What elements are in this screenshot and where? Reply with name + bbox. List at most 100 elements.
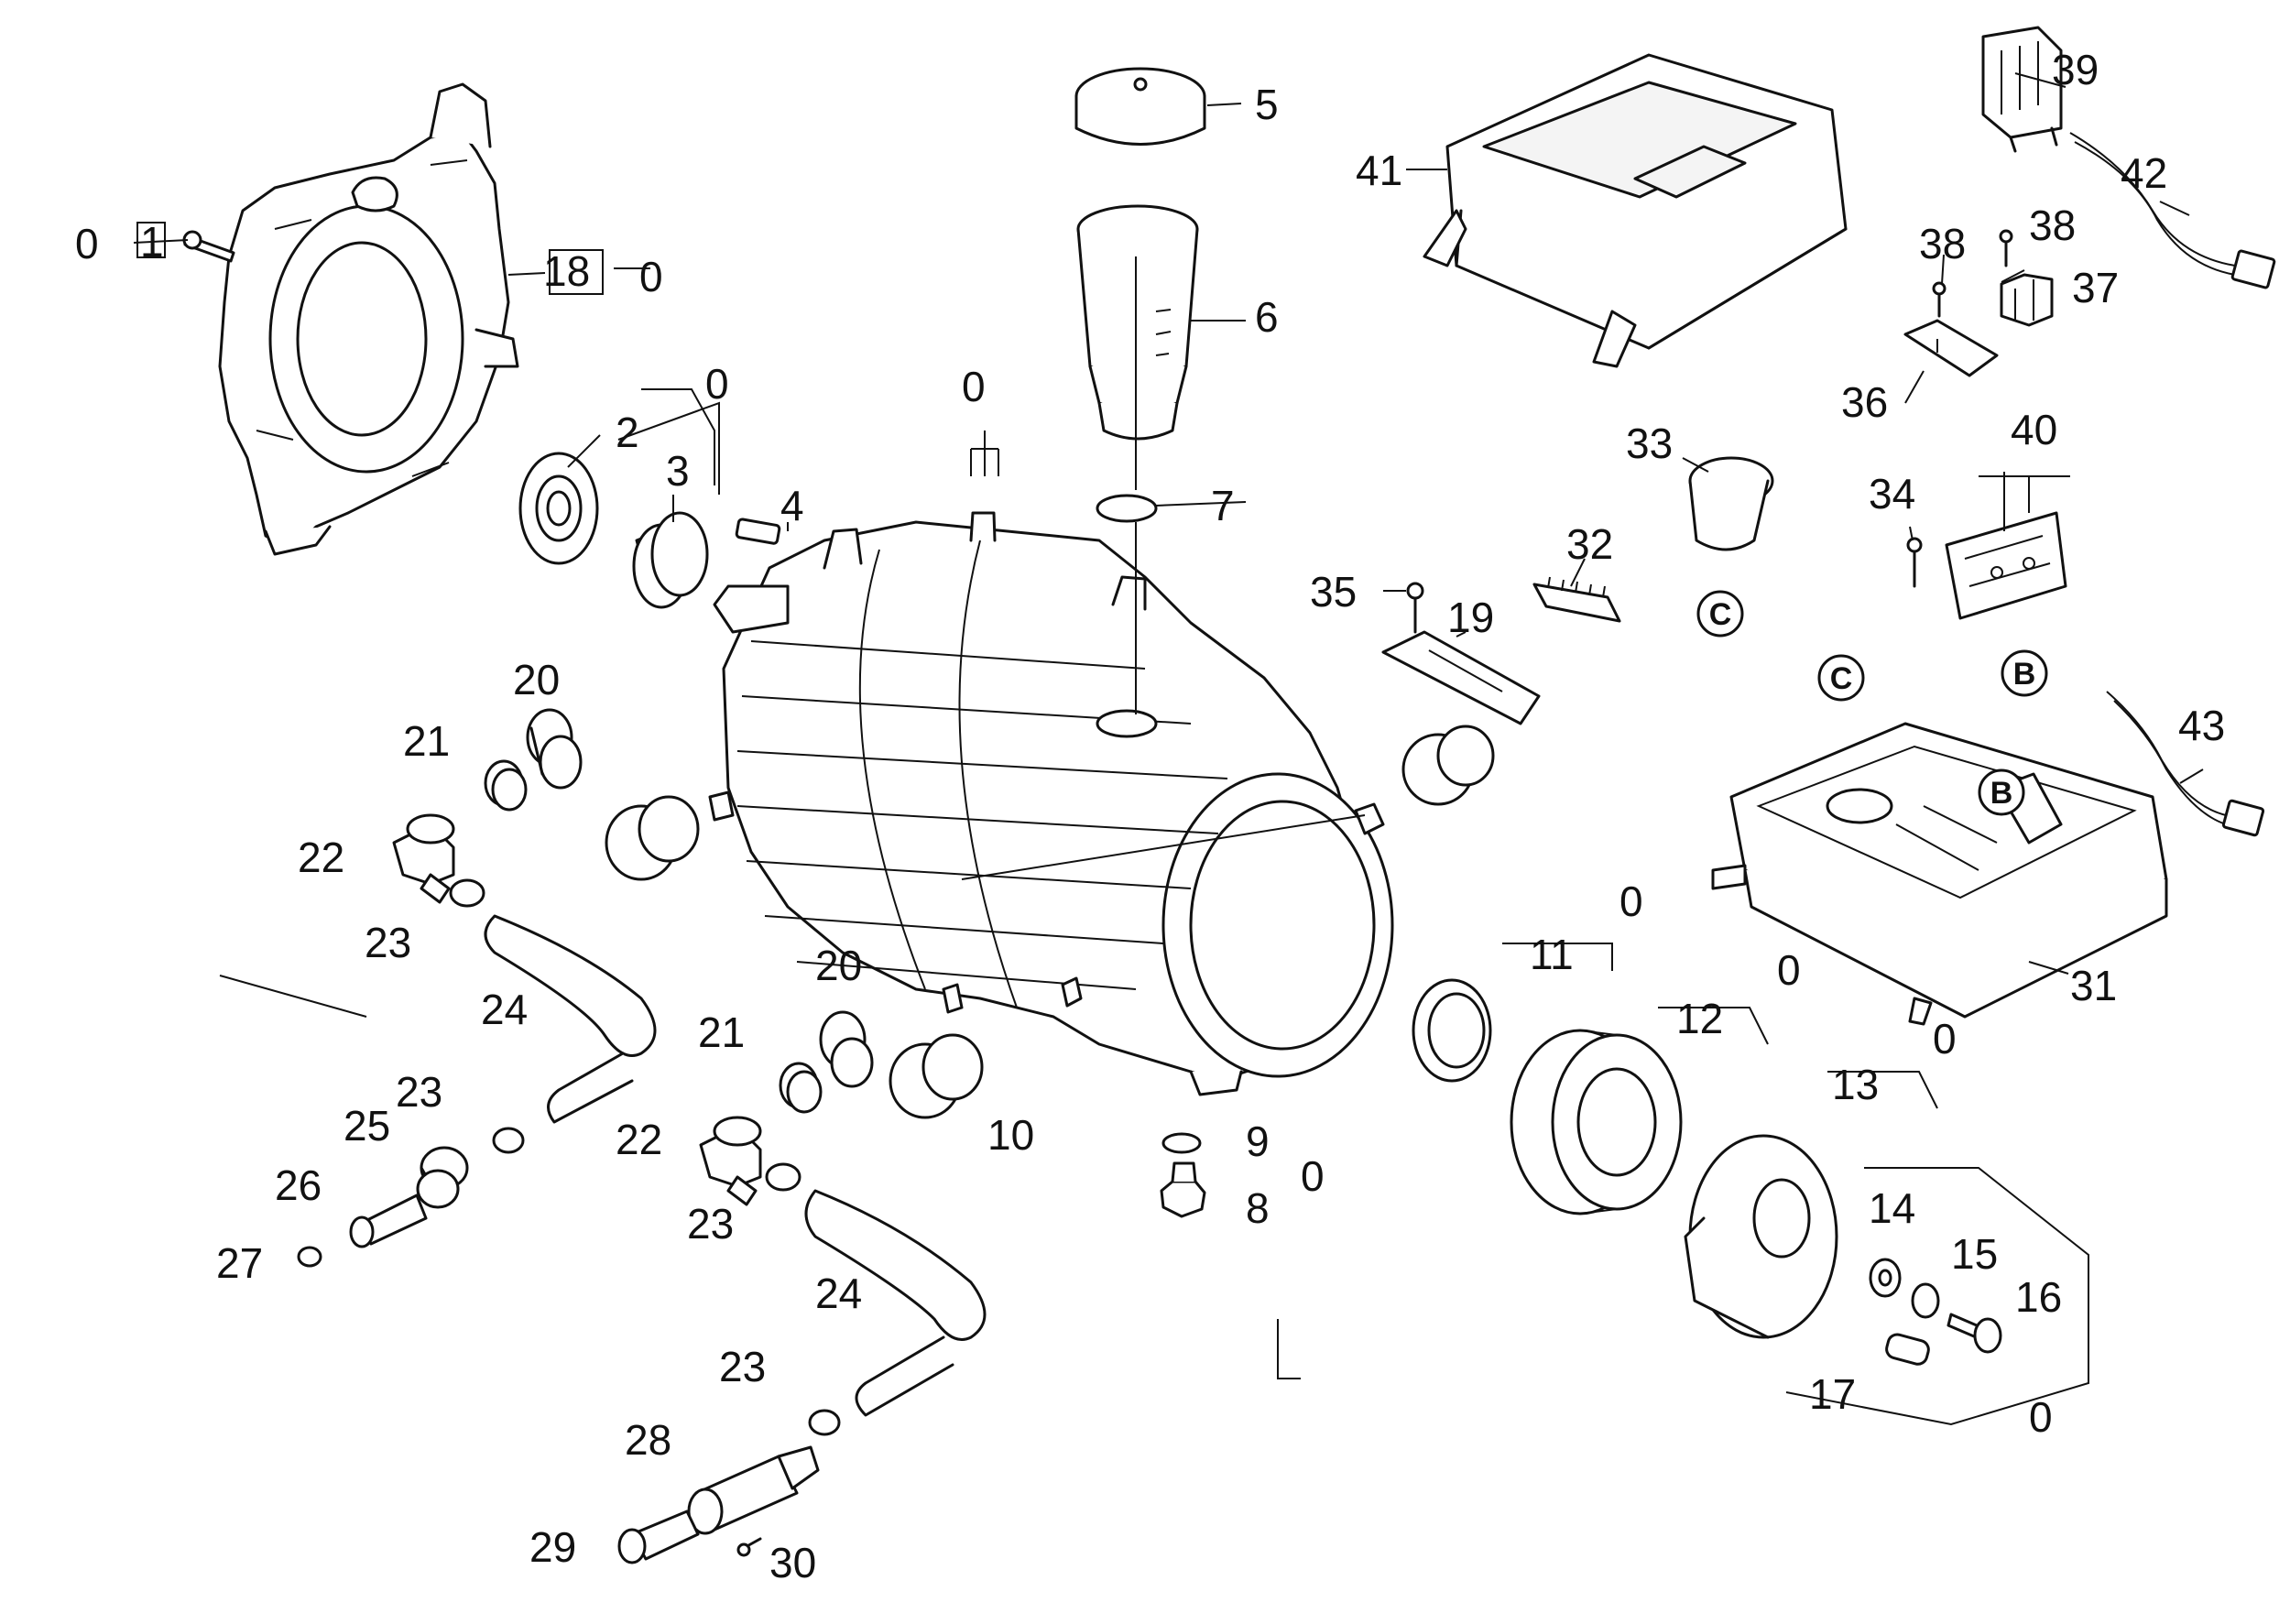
- callout-16: 16: [2015, 1273, 2062, 1321]
- bearing-part-12: [1510, 1029, 1683, 1215]
- spring-part-21b: [779, 1062, 823, 1114]
- callout-15: 15: [1951, 1230, 1998, 1278]
- elbow-fitting-part-22a: [392, 813, 455, 904]
- key-part-17: [1885, 1333, 1930, 1366]
- callout-41: 41: [1356, 147, 1402, 194]
- callout-0i: 0: [2029, 1393, 2053, 1441]
- callout-3: 3: [666, 447, 690, 495]
- drain-plug-part-8: [1160, 1161, 1206, 1218]
- control-box-cover-part-41: [1423, 53, 1848, 368]
- callout-24a: 24: [481, 986, 528, 1033]
- marker-c-lower: C: [1817, 654, 1865, 702]
- reference-markers: C B C B: [1696, 590, 2048, 816]
- callout-0c: 0: [705, 360, 729, 408]
- marker-c-upper: C: [1696, 590, 1744, 638]
- valve-part-10-upper: [605, 795, 700, 881]
- seal-ring-part-9: [1161, 1132, 1202, 1154]
- callout-42: 42: [2121, 149, 2167, 197]
- circuit-board-part-40: [1945, 511, 2067, 620]
- callout-28: 28: [625, 1416, 671, 1464]
- valve-seat-part-20b: [819, 1010, 874, 1088]
- hose-clamp-part-23a: [449, 878, 485, 908]
- cable-part-42: [2069, 132, 2276, 289]
- spring-part-21a: [484, 759, 528, 812]
- callout-0f: 0: [1619, 877, 1643, 925]
- cable-part-43: [2106, 691, 2265, 837]
- callout-36: 36: [1841, 378, 1888, 426]
- callout-37: 37: [2072, 264, 2119, 311]
- callout-8: 8: [1246, 1184, 1270, 1232]
- filter-cup-part-6: [1076, 204, 1199, 441]
- callout-22a: 22: [298, 834, 344, 881]
- leader-lines: [133, 72, 2204, 1018]
- callout-13: 13: [1832, 1061, 1879, 1108]
- cap-part-33: [1688, 456, 1774, 551]
- valve-seat-part-20a: [526, 708, 583, 790]
- elbow-fitting-part-22b: [699, 1116, 762, 1206]
- callout-19: 19: [1447, 594, 1494, 641]
- valve-part-10-right: [1401, 725, 1495, 806]
- clip-part-37: [2000, 273, 2054, 327]
- callout-0e: 0: [1301, 1152, 1325, 1200]
- callout-4: 4: [780, 482, 804, 529]
- strainer-part-29: [617, 1510, 700, 1564]
- connector-part-25: [416, 1146, 469, 1209]
- svg-text:C: C: [1709, 597, 1732, 632]
- callout-26: 26: [275, 1161, 322, 1209]
- terminal-strip-part-32: [1532, 576, 1621, 623]
- callout-0g: 0: [1777, 946, 1801, 994]
- seal-part-11: [1412, 978, 1492, 1083]
- callout-1: 1: [140, 218, 164, 266]
- hose-clamp-part-23c: [765, 1162, 802, 1192]
- screw-part-35: [1406, 582, 1424, 634]
- washer-part-14: [1869, 1258, 1902, 1298]
- callout-9: 9: [1246, 1117, 1270, 1165]
- screw-part-38b: [1999, 229, 2013, 267]
- hose-clamp-part-23b: [492, 1127, 525, 1154]
- callout-43: 43: [2178, 702, 2225, 749]
- nipple-part-26: [349, 1193, 428, 1248]
- callout-40: 40: [2011, 406, 2057, 453]
- assembly-brackets: [136, 222, 2089, 1426]
- callout-labels: 0 1 18 0 0 2 3 4 0 5 6 7 41 39 42 38 38 …: [75, 46, 2225, 1586]
- svg-text:B: B: [1990, 776, 2013, 811]
- callout-27: 27: [216, 1239, 263, 1287]
- o-ring-part-27: [297, 1246, 322, 1268]
- bolt-part-16: [1946, 1313, 2002, 1354]
- svg-text:B: B: [2013, 657, 2036, 692]
- callout-34: 34: [1869, 470, 1915, 518]
- callout-2: 2: [616, 409, 639, 456]
- sleeve-part-3: [632, 511, 709, 609]
- callout-33: 33: [1626, 420, 1673, 467]
- callout-22b: 22: [616, 1116, 662, 1163]
- key-part-4: [735, 518, 781, 545]
- callout-7: 7: [1211, 482, 1235, 529]
- relay-part-39: [1981, 26, 2063, 153]
- callout-32: 32: [1566, 520, 1613, 568]
- callout-21a: 21: [403, 717, 450, 765]
- callout-21b: 21: [698, 1008, 745, 1056]
- callout-0a: 0: [75, 220, 99, 267]
- callout-10: 10: [987, 1111, 1034, 1159]
- callout-35: 35: [1310, 568, 1357, 616]
- svg-text:C: C: [1830, 661, 1853, 696]
- callout-39: 39: [2052, 46, 2099, 93]
- callout-20a: 20: [513, 656, 560, 703]
- lock-washer-part-15: [1911, 1282, 1940, 1319]
- callout-23a: 23: [365, 919, 411, 966]
- bearing-part-2: [518, 452, 599, 565]
- callout-23b: 23: [396, 1068, 442, 1116]
- callout-20b: 20: [815, 942, 862, 989]
- hose-clamp-part-23d: [808, 1409, 841, 1436]
- marker-b-lower: B: [1978, 768, 2025, 816]
- flange-part-13: [1684, 1134, 1838, 1339]
- screw-part-30: [736, 1537, 762, 1557]
- o-ring-part-7: [1096, 494, 1158, 523]
- cable-holder-part-19: [1381, 630, 1541, 725]
- hose-part-24a: [484, 914, 657, 1124]
- screw-part-34: [1906, 537, 1923, 588]
- filter-lid-part-5: [1074, 67, 1206, 146]
- callout-0b: 0: [639, 253, 663, 300]
